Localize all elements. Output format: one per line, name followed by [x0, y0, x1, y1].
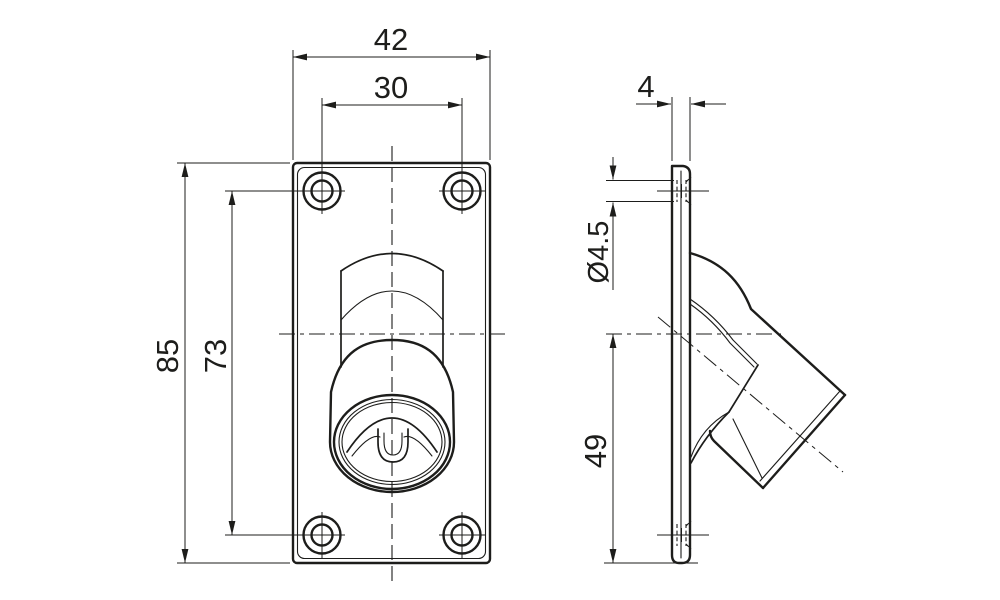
- key-notch: [377, 428, 409, 463]
- hole-bottom-right: [439, 512, 485, 558]
- socket-front: [328, 338, 456, 494]
- dimension-hole-diameter: Ø4.5: [583, 157, 674, 290]
- bore-crescent: [346, 417, 438, 453]
- dimension-4: 4: [636, 69, 726, 161]
- dimension-42: 42: [292, 22, 491, 160]
- dimension-85: 85: [150, 162, 290, 564]
- plate-outline: [291, 161, 492, 565]
- dim-label-center-to-bottom: 49: [578, 434, 613, 468]
- dim-label-plate-thickness: 4: [637, 69, 654, 104]
- plate-side-outline: [670, 164, 692, 565]
- hidden-hole-top: [657, 176, 709, 206]
- dim-label-front-width: 42: [374, 22, 408, 57]
- tube-side: [688, 251, 847, 490]
- dim-label-hole-spacing-h: 30: [374, 70, 408, 105]
- tube-front: [340, 252, 444, 368]
- dim-label-hole-diameter: Ø4.5: [583, 221, 615, 284]
- dimension-73: 73: [198, 190, 345, 536]
- front-view: [279, 146, 506, 582]
- tube-end-face: [761, 393, 847, 490]
- dimension-30: 30: [321, 70, 463, 214]
- dim-label-hole-spacing-v: 73: [198, 339, 233, 373]
- dim-label-front-height: 85: [150, 339, 185, 373]
- tube-axis-centerline: [657, 316, 844, 473]
- hidden-hole-bottom: [657, 520, 709, 550]
- dimension-49: 49: [578, 334, 698, 564]
- side-view: [606, 164, 847, 565]
